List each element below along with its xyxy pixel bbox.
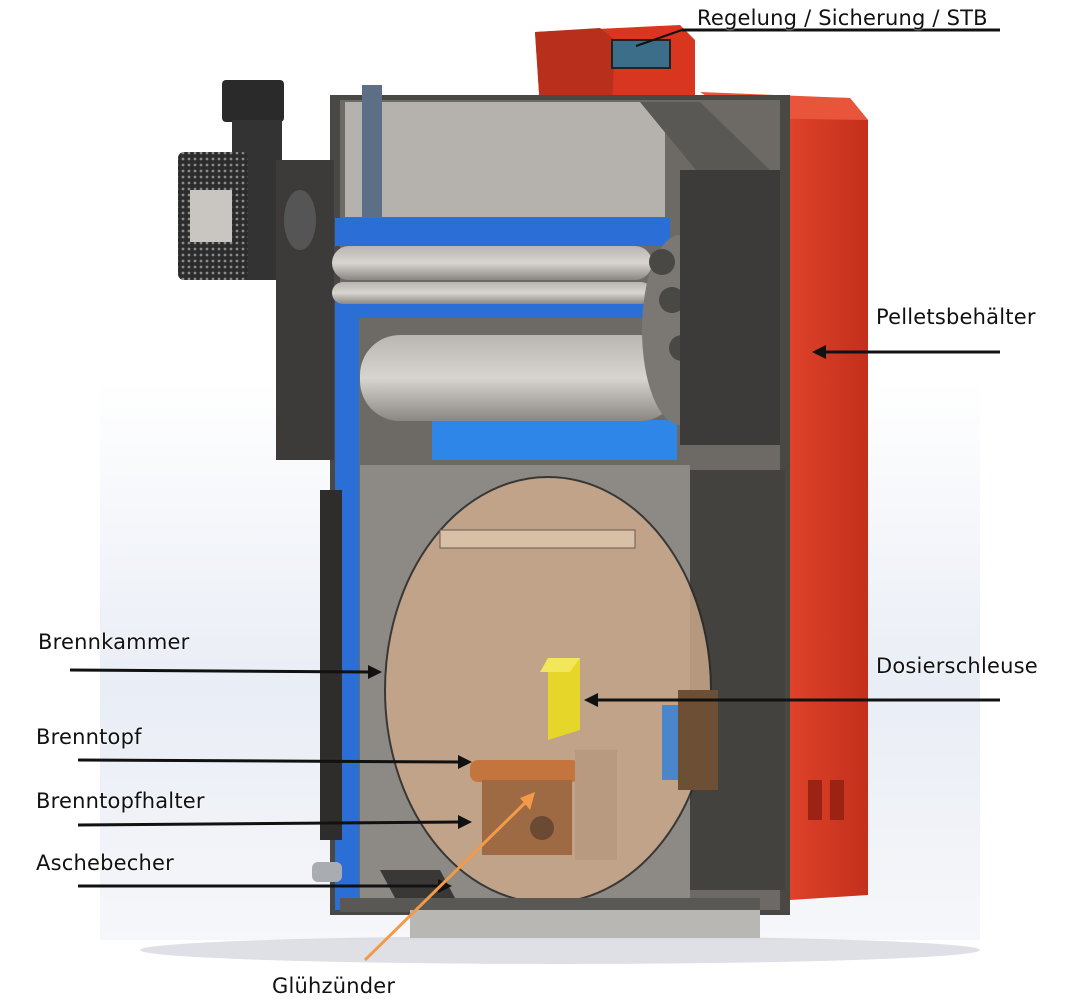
casing-mark-1: [808, 780, 822, 820]
label-dosing-lock: Dosierschleuse: [876, 654, 1038, 678]
baffle-plate: [439, 529, 636, 549]
arrow-glow-igniter: [520, 792, 535, 810]
dosing-lock-body: [678, 690, 718, 790]
exchanger-pipe-2: [332, 282, 652, 304]
label-ash-cup: Aschebecher: [36, 851, 174, 875]
flue-window: [190, 190, 232, 242]
arrow-dosing-lock: [584, 693, 598, 707]
label-pellet-container: Pelletsbehälter: [876, 305, 1036, 329]
right-column-upper: [680, 170, 780, 445]
exchanger-pipe-1: [332, 246, 652, 280]
label-burn-chamber: Brennkammer: [38, 630, 190, 654]
flue-connector: [284, 190, 316, 250]
floor-shadow: [140, 936, 980, 964]
label-glow-igniter: Glühzünder: [272, 974, 396, 998]
pipe-hole-2: [659, 287, 685, 313]
burn-pot-port: [530, 816, 554, 840]
burn-pot-rim: [470, 760, 580, 782]
arrow-ash-cup: [438, 879, 452, 893]
base-plinth: [410, 910, 760, 938]
pipe-hole-1: [649, 249, 675, 275]
label-burn-pot: Brenntopf: [36, 725, 142, 749]
top-chamber: [345, 102, 665, 217]
leader-burn-chamber: [69, 668, 371, 674]
water-jacket-lower: [432, 420, 677, 460]
label-control: Regelung / Sicherung / STB: [697, 6, 988, 30]
ash-outlet-fitting: [312, 862, 342, 882]
exchanger-pipe-3: [360, 335, 680, 421]
leader-glow-igniter: [363, 798, 530, 962]
control-box-front: [535, 28, 615, 108]
control-display: [611, 39, 671, 69]
top-chamber-slope: [640, 102, 770, 175]
dosing-chute-top: [540, 658, 580, 672]
arrow-pellet-container: [812, 345, 826, 359]
burn-pot-body: [482, 780, 572, 855]
leader-control-tip: [635, 29, 683, 47]
boiler-base: [340, 898, 760, 912]
leader-burn-pot-holder: [77, 820, 461, 827]
arrow-burn-pot: [458, 755, 472, 769]
door-hinge: [320, 490, 342, 840]
arrow-burn-pot-holder: [458, 815, 472, 829]
label-burn-pot-holder: Brenntopfhalter: [36, 789, 205, 813]
dosing-chute: [548, 658, 580, 740]
sensor-rod: [362, 85, 382, 225]
casing-mark-2: [830, 780, 844, 820]
water-jacket-top: [335, 218, 670, 246]
flue-cap: [222, 80, 284, 122]
water-jacket-mid: [335, 300, 670, 318]
leader-burn-pot: [77, 758, 461, 764]
burn-pot-holder: [575, 750, 617, 860]
arrow-burn-chamber: [368, 665, 382, 679]
